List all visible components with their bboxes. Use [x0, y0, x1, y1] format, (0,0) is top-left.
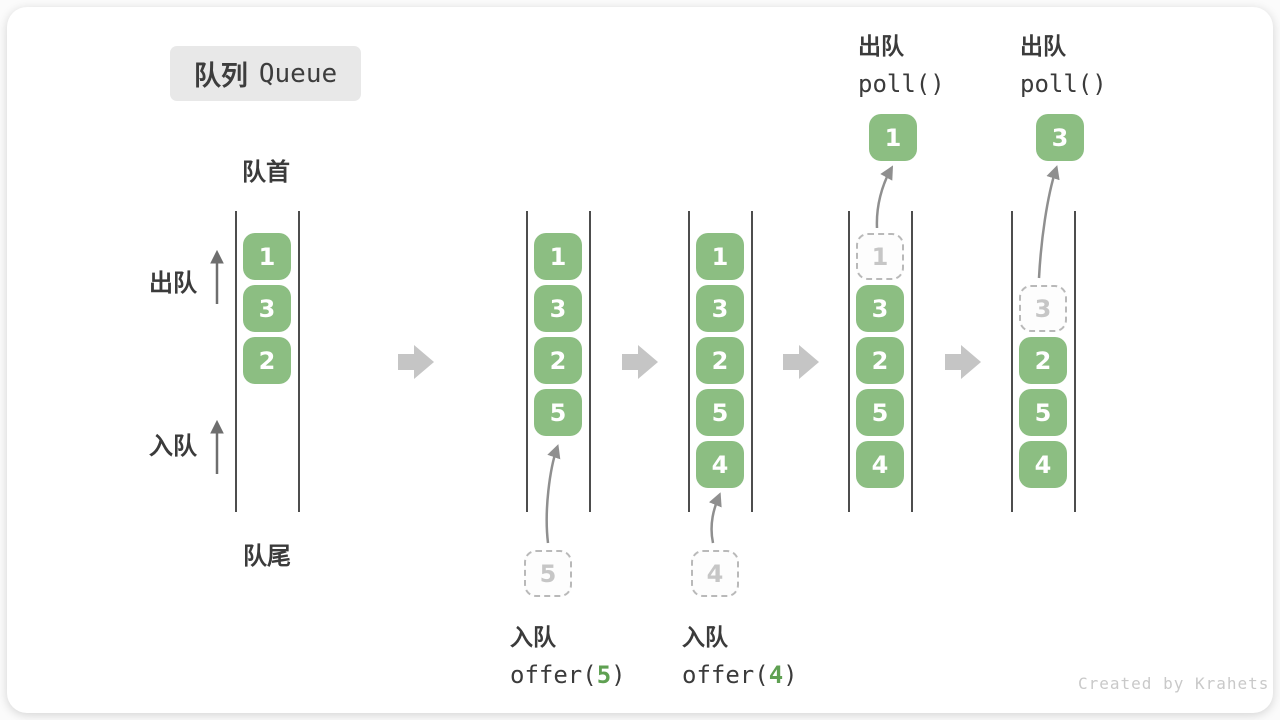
operation-code: offer(5) — [510, 661, 626, 689]
queue-item: 5 — [696, 389, 744, 436]
operation-arg: 5 — [596, 661, 612, 689]
title-en: Queue — [258, 58, 338, 89]
operation-code: poll() — [1020, 70, 1107, 98]
removed-item-slot: 1 — [856, 233, 904, 280]
queue-item: 5 — [856, 389, 904, 436]
queue-state-2: 1 3 2 5 — [526, 211, 591, 512]
operation-action: 入队 — [682, 624, 728, 650]
queue-state-5: 3 2 5 4 — [1011, 211, 1076, 512]
incoming-item: 4 — [691, 550, 739, 597]
queue-item: 3 — [534, 285, 582, 332]
queue-item: 2 — [856, 337, 904, 384]
operation-code: offer(4) — [682, 661, 798, 689]
queue-item: 2 — [1019, 337, 1067, 384]
operation-action: 出队 — [858, 33, 904, 59]
queue-state-3: 1 3 2 5 4 — [688, 211, 753, 512]
dequeue-operation-label: 出队 poll() — [1020, 27, 1107, 98]
queue-item: 3 — [696, 285, 744, 332]
queue-front-label: 队首 — [242, 159, 290, 186]
queue-item: 5 — [1019, 389, 1067, 436]
queue-item: 3 — [856, 285, 904, 332]
next-state-arrow-icon — [783, 345, 819, 379]
queue-item: 1 — [696, 233, 744, 280]
queue-state-1: 1 3 2 — [235, 211, 300, 512]
queue-state-4: 1 3 2 5 4 — [848, 211, 913, 512]
incoming-item: 5 — [524, 550, 572, 597]
title-zh: 队列 — [193, 61, 248, 91]
title-badge: 队列 Queue — [170, 46, 361, 101]
enqueue-side-label: 入队 — [149, 433, 197, 460]
queue-item: 2 — [696, 337, 744, 384]
outgoing-item: 1 — [869, 114, 917, 161]
queue-item: 5 — [534, 389, 582, 436]
queue-item: 4 — [1019, 441, 1067, 488]
dequeue-side-label: 出队 — [149, 270, 197, 297]
next-state-arrow-icon — [945, 345, 981, 379]
removed-item-slot: 3 — [1019, 285, 1067, 332]
dequeue-operation-label: 出队 poll() — [858, 27, 945, 98]
queue-item: 4 — [856, 441, 904, 488]
enqueue-operation-label: 入队 offer(5) — [510, 618, 626, 689]
operation-action: 入队 — [510, 624, 556, 650]
queue-item: 4 — [696, 441, 744, 488]
next-state-arrow-icon — [622, 345, 658, 379]
operation-arg: 4 — [768, 661, 784, 689]
queue-item: 1 — [243, 233, 291, 280]
operation-code: poll() — [858, 70, 945, 98]
outgoing-item: 3 — [1036, 114, 1084, 161]
queue-item: 2 — [534, 337, 582, 384]
queue-item: 1 — [534, 233, 582, 280]
queue-item: 2 — [243, 337, 291, 384]
credit-watermark: Created by Krahets — [1078, 674, 1270, 693]
enqueue-operation-label: 入队 offer(4) — [682, 618, 798, 689]
queue-item: 3 — [243, 285, 291, 332]
operation-action: 出队 — [1020, 33, 1066, 59]
queue-rear-label: 队尾 — [243, 543, 291, 570]
next-state-arrow-icon — [398, 345, 434, 379]
